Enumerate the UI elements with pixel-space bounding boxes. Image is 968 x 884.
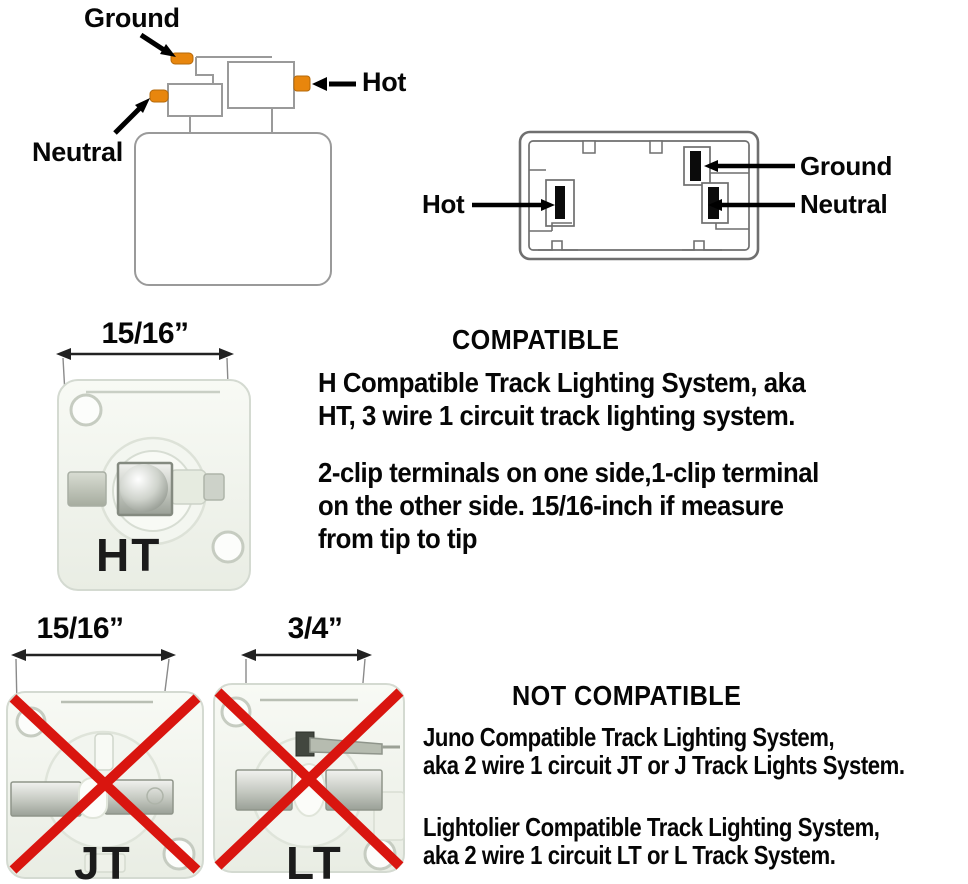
juno-description-line: Juno Compatible Track Lighting System, <box>423 722 835 752</box>
wiring-ground-label: Ground <box>84 3 180 33</box>
track-inner-wall <box>528 140 750 251</box>
wiring-callout-arrows <box>113 32 356 135</box>
compatible-description: H Compatible Track Lighting System, aka … <box>318 366 806 432</box>
track-ground-label: Ground <box>800 151 893 181</box>
ht-mounting-hole-top <box>69 393 103 427</box>
jt-adapter-code-label: JT <box>74 837 132 884</box>
adapter-head-left-block <box>167 83 223 117</box>
compatible-description-line: HT, 3 wire 1 circuit track lighting syst… <box>318 400 795 431</box>
ht-mounting-hole-bottom <box>211 530 245 564</box>
track-hot-contact <box>555 186 565 219</box>
not-compatible-heading: NOT COMPATIBLE <box>512 680 742 711</box>
adapter-head-right-block <box>227 61 295 109</box>
ht-adapter-code-label: HT <box>96 529 162 581</box>
lt-adapter-code-label: LT <box>286 837 343 884</box>
compatible-heading: COMPATIBLE <box>452 324 620 355</box>
neutral-contact-tab <box>149 89 169 103</box>
juno-description: Juno Compatible Track Lighting System, a… <box>423 723 905 779</box>
neutral-arrow <box>113 105 143 135</box>
wiring-neutral-label: Neutral <box>32 137 123 167</box>
ground-arrow <box>139 32 166 53</box>
ht-side-clip-terminal <box>67 471 107 507</box>
lightolier-description: Lightolier Compatible Track Lighting Sys… <box>423 813 880 869</box>
adapter-stem-body <box>134 132 332 286</box>
lt-red-cross-mark <box>214 688 404 870</box>
ground-contact-tab <box>170 52 194 65</box>
compatible-detail-line: on the other side. 15/16-inch if measure <box>318 490 784 521</box>
track-neutral-label: Neutral <box>800 189 888 219</box>
compatible-detail: 2-clip terminals on one side,1-clip term… <box>318 456 819 555</box>
ht-adapter-photo <box>57 379 251 591</box>
compatible-description-line: H Compatible Track Lighting System, aka <box>318 367 806 398</box>
track-ground-contact <box>690 151 701 181</box>
compatible-detail-line: from tip to tip <box>318 523 478 554</box>
wiring-hot-label: Hot <box>362 67 407 97</box>
ht-ball-contact <box>120 464 168 512</box>
hot-contact-tab <box>293 75 311 92</box>
track-cross-section-diagram <box>472 130 795 261</box>
lt-adapter-photo <box>213 683 405 873</box>
jt-dimension-label: 15/16” <box>36 612 124 645</box>
ht-dimension-label: 15/16” <box>101 317 189 350</box>
track-callout-arrows <box>472 160 795 211</box>
juno-description-line: aka 2 wire 1 circuit JT or J Track Light… <box>423 750 905 780</box>
adapter-wiring-diagram <box>113 32 356 286</box>
lightolier-description-line: Lightolier Compatible Track Lighting Sys… <box>423 812 880 842</box>
lt-dimension-label: 3/4” <box>287 612 343 645</box>
ht-side-tab-terminal <box>203 473 225 501</box>
lightolier-description-line: aka 2 wire 1 circuit LT or L Track Syste… <box>423 840 836 870</box>
track-hot-label: Hot <box>422 189 465 219</box>
compatible-detail-line: 2-clip terminals on one side,1-clip term… <box>318 457 819 488</box>
jt-red-cross-mark <box>9 694 201 874</box>
jt-adapter-photo <box>6 691 204 879</box>
